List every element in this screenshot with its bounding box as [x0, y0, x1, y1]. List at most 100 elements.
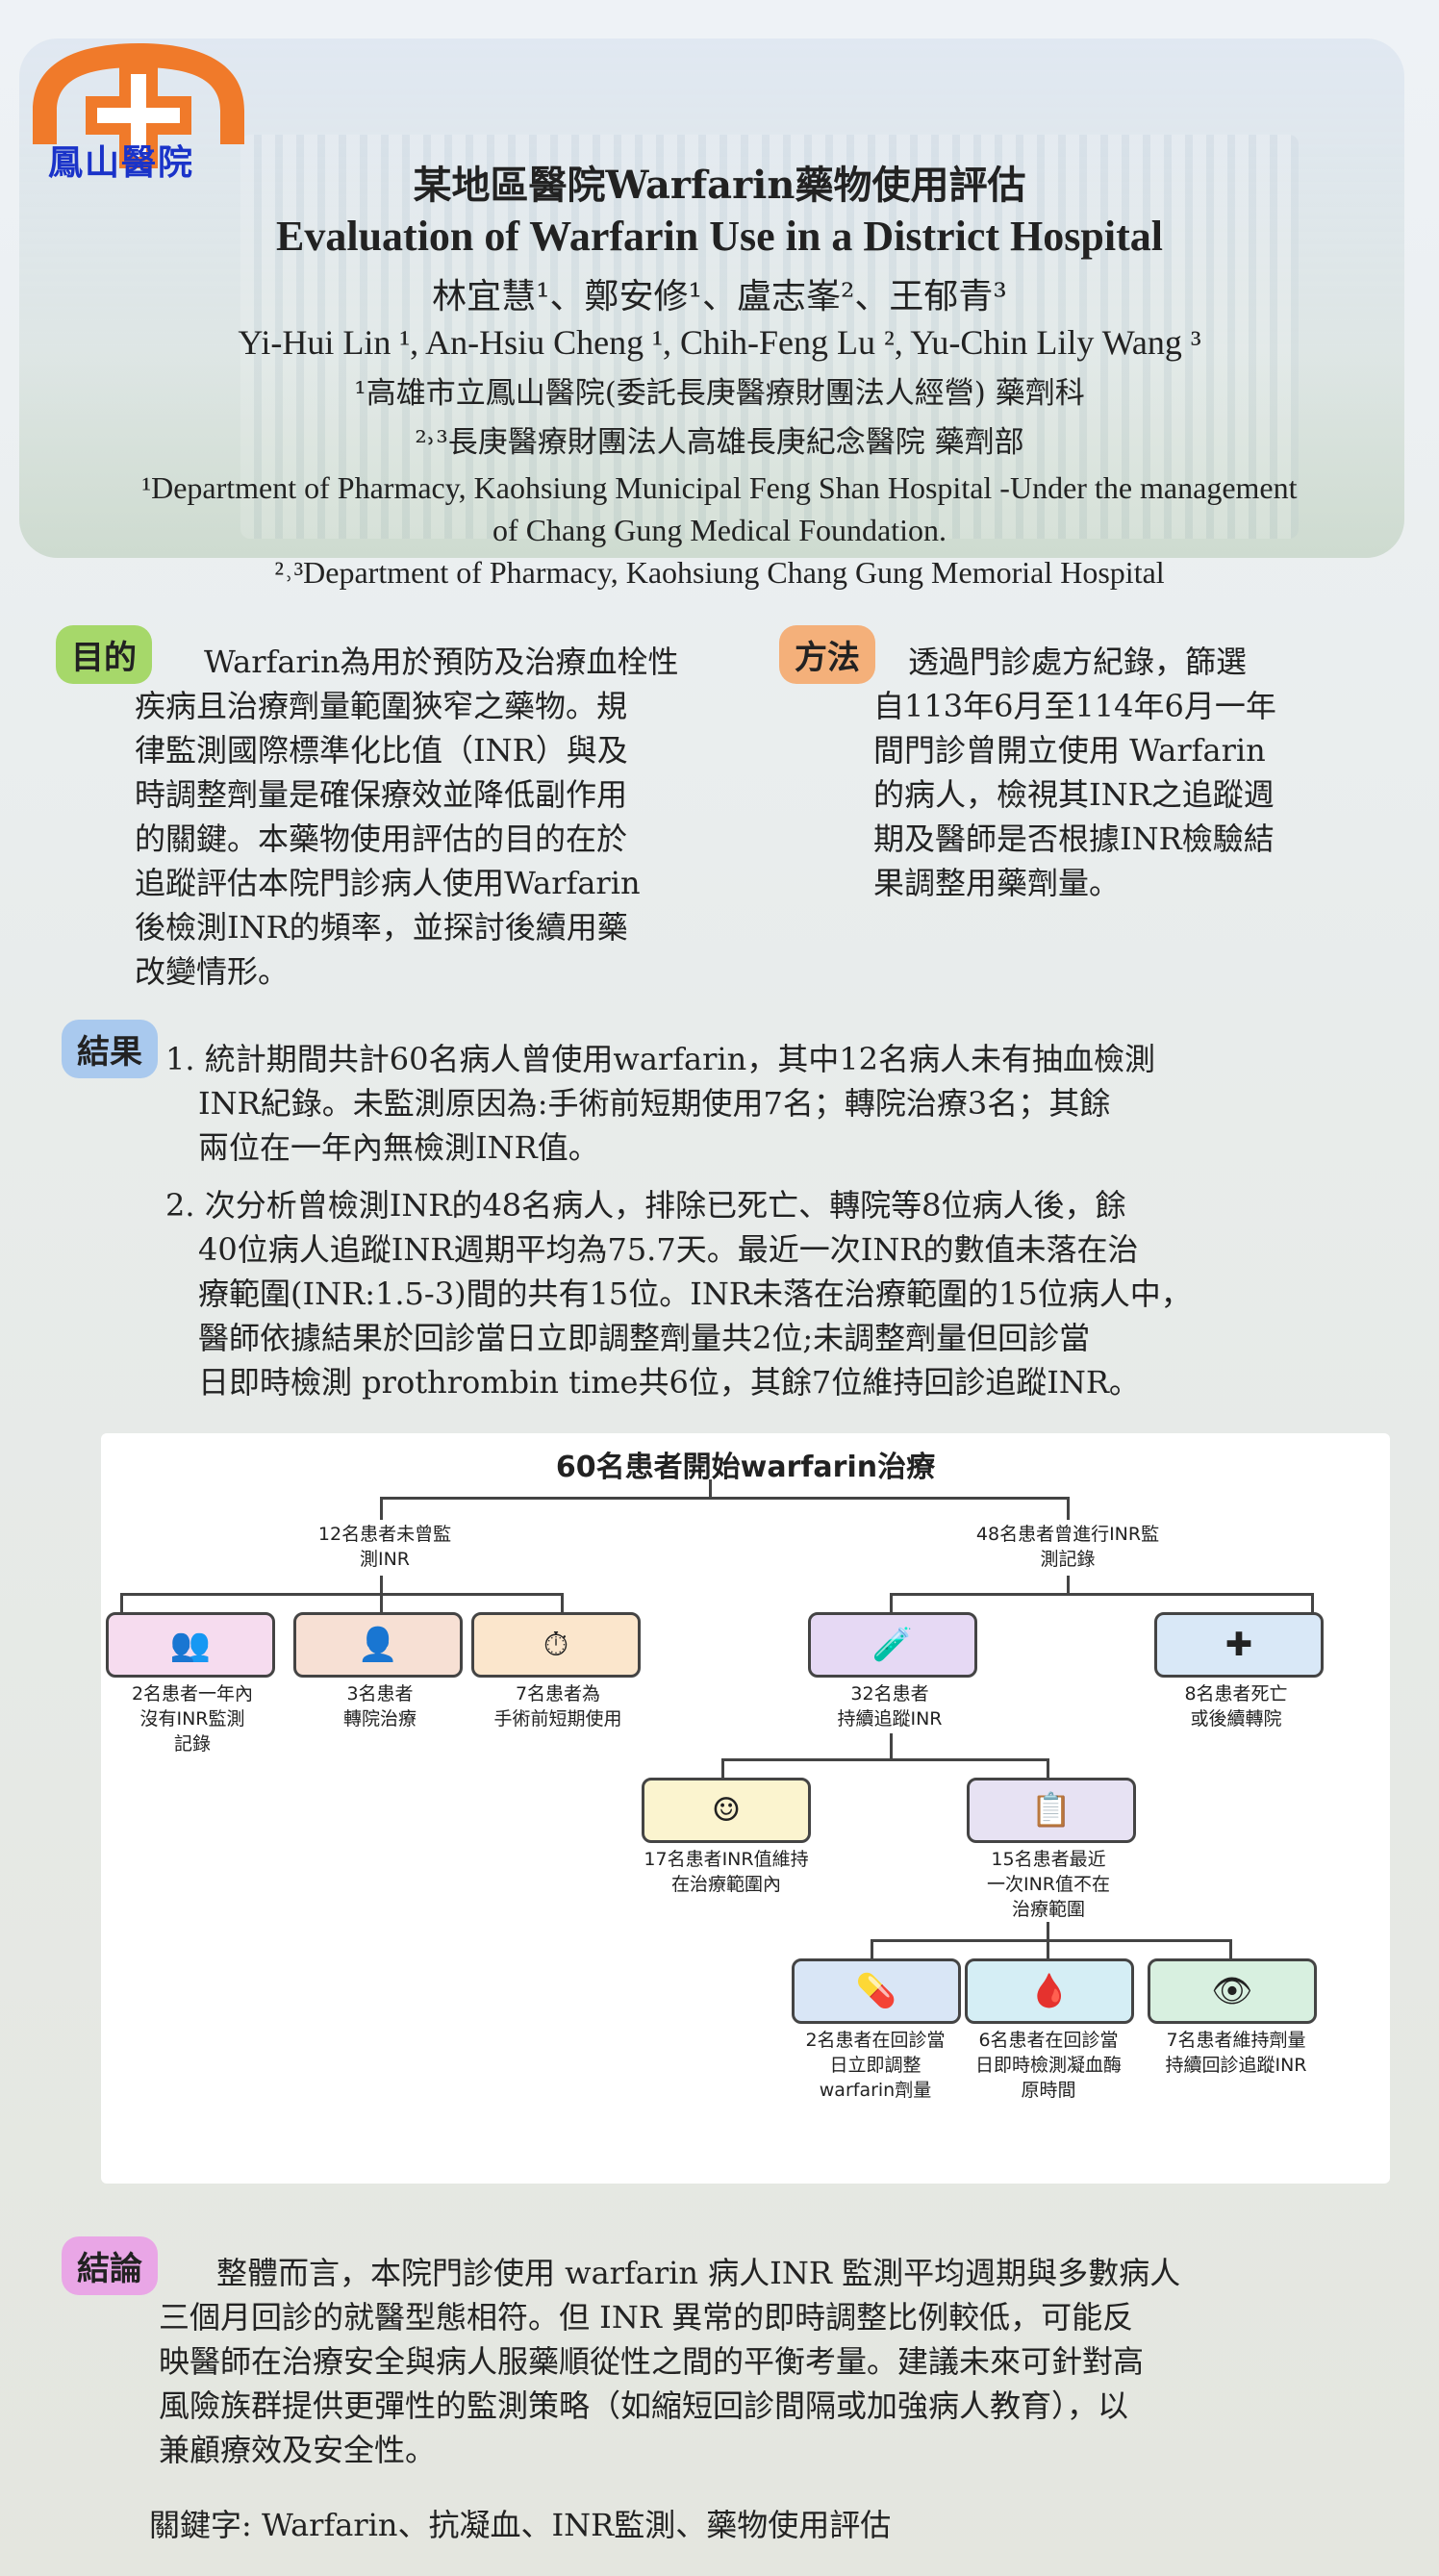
monitor-icon: 👁	[1211, 1972, 1253, 2010]
node-2b-label: 2名患者在回診當 日立即調整 warfarin劑量	[774, 2028, 976, 2103]
node-3-label: 3名患者 轉院治療	[284, 1681, 476, 1731]
node-text: 2名患者一年內	[131, 1683, 254, 1705]
conclusion-badge: 結論	[62, 2236, 158, 2295]
connector	[561, 1593, 564, 1612]
node-text: warfarin劑量	[819, 2080, 932, 2101]
connector	[871, 1939, 873, 1958]
node-text: 持續回診追蹤INR	[1165, 2055, 1307, 2076]
node-15-box: 📋	[967, 1778, 1136, 1843]
node-text: 沒有INR監測	[139, 1708, 245, 1730]
blood-test-icon: 🩸	[1028, 1972, 1071, 2010]
method-line: 間門診曾開立使用 Warfarin	[873, 732, 1266, 769]
medical-icon: ✚	[1224, 1626, 1253, 1664]
node-2-box: 👥	[106, 1612, 275, 1678]
node-7b-label: 7名患者維持劑量 持續回診追蹤INR	[1130, 2028, 1342, 2078]
purpose-line: 追蹤評估本院門診病人使用Warfarin	[135, 865, 641, 901]
node-8-label: 8名患者死亡 或後續轉院	[1140, 1681, 1332, 1731]
results-line: INR紀錄。未監測原因為:手術前短期使用7名；轉院治療3名；其餘	[198, 1085, 1111, 1122]
affiliation-1-en-line2: of Chang Gung Medical Foundation.	[492, 513, 947, 547]
connector	[890, 1593, 1313, 1596]
results-line: 2. 次分析曾檢測INR的48名病人，排除已死亡、轉院等8位病人後，餘	[165, 1187, 1126, 1224]
purpose-text: Warfarin為用於預防及治療血栓性 疾病且治療劑量範圍狹窄之藥物。規 律監測…	[135, 640, 750, 994]
medical-report-icon: 📋	[1030, 1791, 1073, 1830]
connector	[709, 1479, 712, 1499]
results-line: 醫師依據結果於回診當日立即調整劑量共2位;未調整劑量但回診當	[198, 1320, 1091, 1356]
connector	[1229, 1939, 1232, 1958]
node-text: 在治療範圍內	[670, 1874, 781, 1895]
method-line: 自113年6月至114年6月一年	[873, 688, 1276, 724]
connector	[871, 1939, 1231, 1942]
node-text: 32名患者	[850, 1683, 929, 1705]
affiliation-1-en-line1: ¹Department of Pharmacy, Kaohsiung Munic…	[141, 470, 1298, 505]
node-text: 一次INR值不在	[986, 1874, 1111, 1895]
results-line: 療範圍(INR:1.5-3)間的共有15位。INR未落在治療範圍的15位病人中，	[198, 1275, 1192, 1312]
connector	[120, 1593, 563, 1596]
node-text: 測記錄	[1040, 1549, 1096, 1570]
connector	[721, 1758, 1048, 1761]
logo-text: 鳳山醫院	[48, 142, 195, 183]
transfer-icon: 👤	[357, 1626, 399, 1664]
results-item-2: 2. 次分析曾檢測INR的48名病人，排除已死亡、轉院等8位病人後，餘 40位病…	[165, 1183, 1368, 1404]
conclusion-line: 三個月回診的就醫型態相符。但 INR 異常的即時調整比例較低，可能反	[159, 2299, 1134, 2336]
purpose-line: 後檢測INR的頻率，並探討後續用藥	[135, 909, 628, 946]
node-text: 15名患者最近	[991, 1849, 1106, 1870]
pill-hand-icon: 💊	[855, 1972, 897, 2010]
patient-icon: 👥	[169, 1626, 212, 1664]
node-7b-box: 👁	[1148, 1958, 1317, 2024]
connector	[890, 1733, 893, 1760]
connector	[890, 1593, 893, 1612]
affiliation-2-zh: ²˒³長庚醫療財團法人高雄長庚紀念醫院 藥劑部	[415, 425, 1024, 460]
header-background	[19, 38, 1404, 558]
smile-icon: ☺	[711, 1791, 742, 1830]
node-3-box: 👤	[293, 1612, 463, 1678]
node-text: 記錄	[173, 1733, 211, 1755]
results-badge: 結果	[62, 1020, 158, 1078]
purpose-line: Warfarin為用於預防及治療血栓性	[204, 644, 679, 680]
purpose-line: 時調整劑量是確保療效並降低副作用	[135, 776, 628, 813]
method-line: 透過門診處方紀錄，篩選	[908, 644, 1248, 680]
node-text: 治療範圍	[1011, 1899, 1085, 1920]
method-line: 期及醫師是否根據INR檢驗結	[873, 821, 1275, 857]
node-6-box: 🩸	[965, 1958, 1134, 2024]
purpose-badge: 目的	[56, 625, 152, 684]
connector	[1047, 1922, 1049, 1941]
method-line: 的病人，檢視其INR之追蹤週	[873, 776, 1275, 813]
authors-zh: 林宜慧¹、鄭安修¹、盧志峯²、王郁青³	[432, 277, 1007, 316]
node-7-box: ⏱	[471, 1612, 641, 1678]
results-item-1: 1. 統計期間共計60名病人曾使用warfarin，其中12名病人未有抽血檢測 …	[165, 1037, 1368, 1170]
node-text: 或後續轉院	[1190, 1708, 1282, 1730]
conclusion-text: 整體而言，本院門診使用 warfarin 病人INR 監測平均週期與多數病人 三…	[159, 2251, 1380, 2472]
method-badge: 方法	[779, 625, 875, 684]
keywords: 關鍵字: Warfarin、抗凝血、INR監測、藥物使用評估	[149, 2507, 892, 2543]
conclusion-line: 映醫師在治療安全與病人服藥順從性之間的平衡考量。建議未來可針對高	[159, 2343, 1145, 2380]
flowchart-title: 60名患者開始warfarin治療	[555, 1451, 936, 1484]
results-line: 40位病人追蹤INR週期平均為75.7天。最近一次INR的數值未落在治	[198, 1231, 1139, 1268]
node-text: 3名患者	[346, 1683, 414, 1705]
node-32-label: 32名患者 持續追蹤INR	[794, 1681, 986, 1731]
node-text: 2名患者在回診當	[805, 2030, 946, 2051]
conclusion-line: 風險族群提供更彈性的監測策略（如縮短回診間隔或加強病人教育），以	[159, 2387, 1129, 2424]
connector	[380, 1593, 383, 1612]
node-text: 持續追蹤INR	[837, 1708, 943, 1730]
method-line: 果調整用藥劑量。	[873, 865, 1121, 901]
connector	[1067, 1576, 1070, 1595]
node-text: 測INR	[359, 1549, 411, 1570]
node-text: 日即時檢測凝血酶	[974, 2055, 1122, 2076]
connector	[380, 1497, 383, 1520]
node-text: 17名患者INR值維持	[644, 1849, 809, 1870]
method-text: 透過門診處方紀錄，篩選 自113年6月至114年6月一年 間門診曾開立使用 Wa…	[873, 640, 1393, 905]
purpose-line: 改變情形。	[135, 953, 290, 990]
title-en: Evaluation of Warfarin Use in a District…	[276, 213, 1163, 260]
node-12-label: 12名患者未曾監 測INR	[274, 1522, 495, 1572]
node-2-label: 2名患者一年內 沒有INR監測 記錄	[96, 1681, 289, 1756]
node-text: 12名患者未曾監	[317, 1524, 452, 1545]
connector	[1067, 1497, 1070, 1520]
node-8-box: ✚	[1154, 1612, 1324, 1678]
connector	[380, 1576, 383, 1595]
hospital-logo-icon	[33, 43, 244, 168]
results-line: 1. 統計期間共計60名病人曾使用warfarin，其中12名病人未有抽血檢測	[165, 1041, 1155, 1077]
hospital-building-image	[240, 135, 1299, 539]
connector	[1047, 1939, 1049, 1958]
connector	[120, 1593, 123, 1612]
node-2b-box: 💊	[792, 1958, 961, 2024]
